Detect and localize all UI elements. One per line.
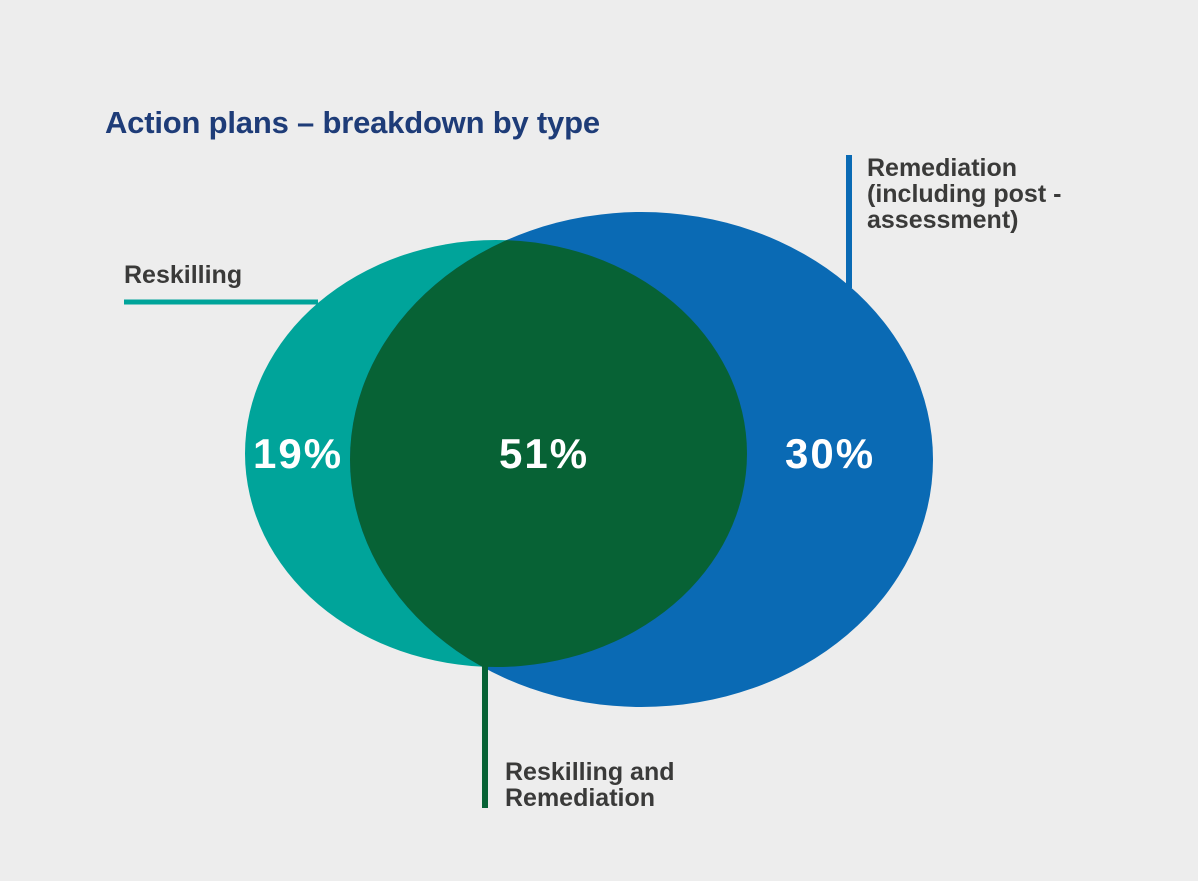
reskilling-label: Reskilling [124, 261, 243, 289]
page-title: Action plans – breakdown by type [105, 104, 600, 140]
remediation-percentage: 30% [785, 430, 876, 477]
overlap-percentage: 51% [499, 430, 590, 477]
remediation-label: Remediation (including post - assessment… [867, 154, 1062, 234]
reskilling-percentage: 19% [253, 430, 344, 477]
overlap-label: Reskilling and Remediation [505, 758, 675, 812]
